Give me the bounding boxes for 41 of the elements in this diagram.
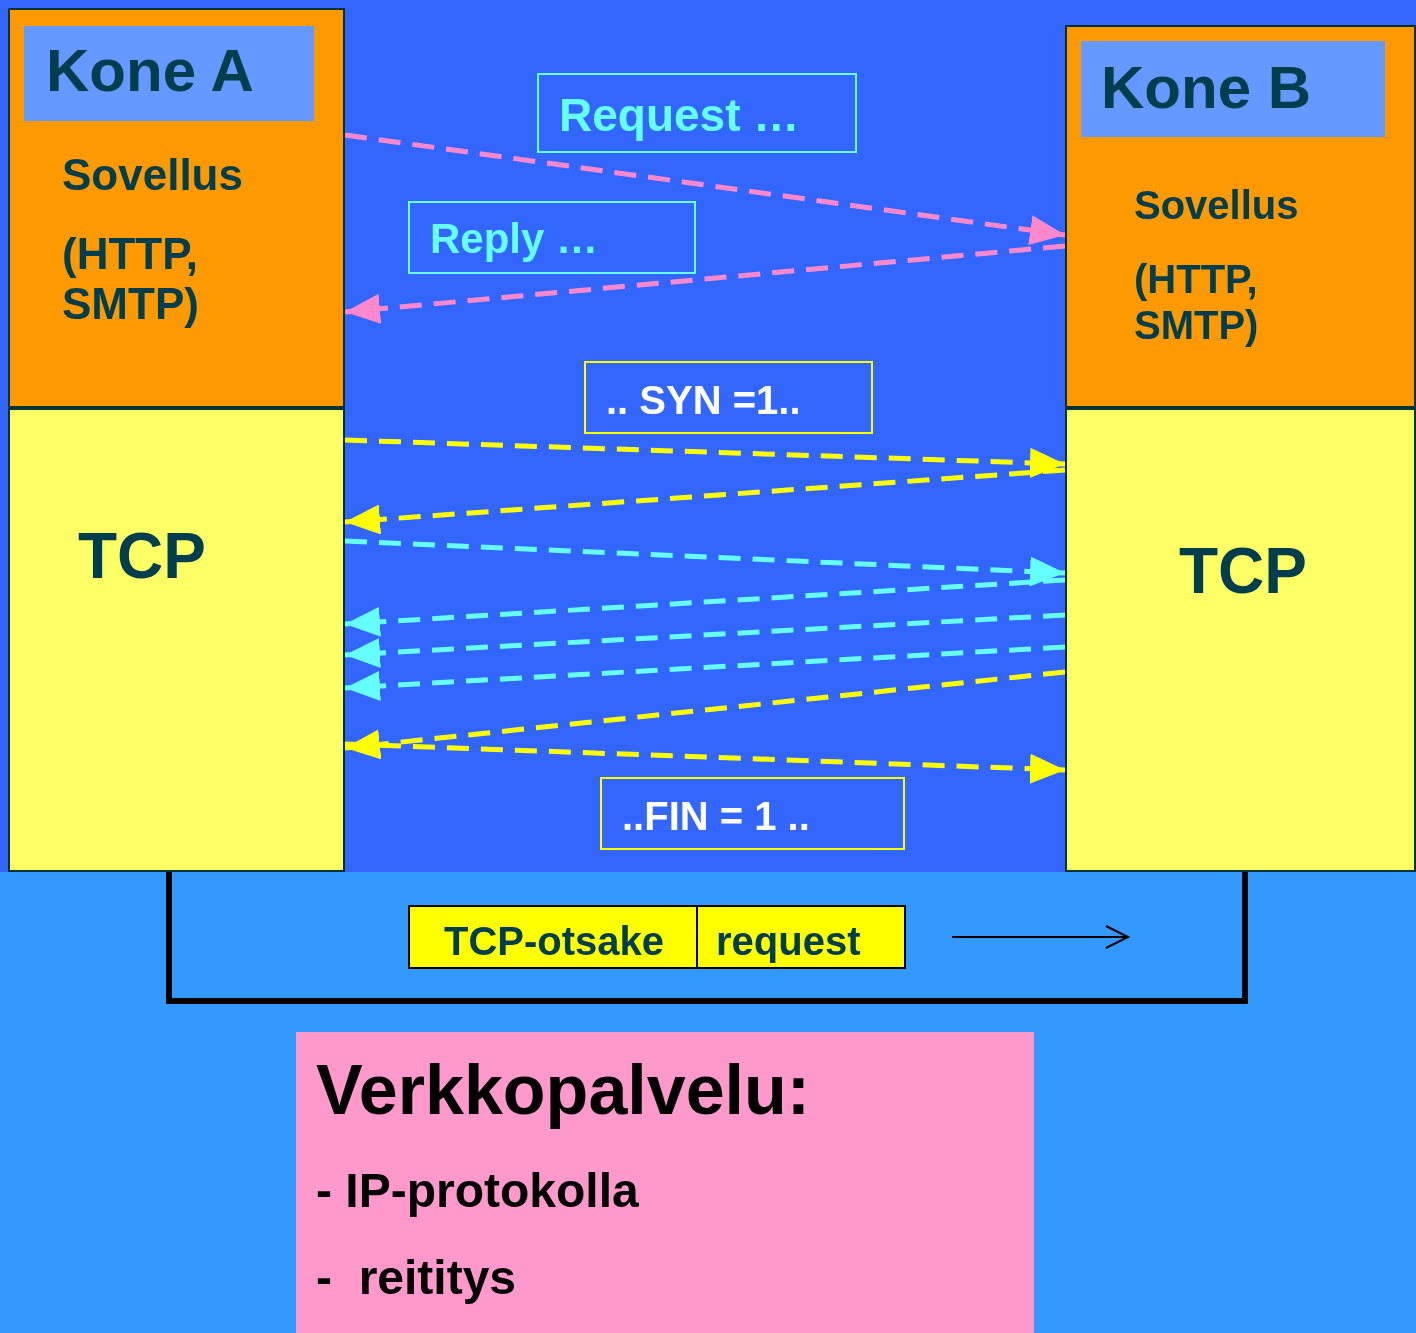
message-label-box (537, 73, 857, 153)
payload-field (696, 905, 906, 969)
node-title: TCP-otsake (444, 918, 665, 964)
dashed-arrow (344, 577, 1066, 637)
node-title: Kone A (46, 36, 254, 105)
dashed-arrow (344, 612, 1066, 669)
node-text: - IP-protokolla (316, 1162, 639, 1218)
node-title: request (716, 918, 861, 964)
node-text: - reititys (316, 1249, 517, 1305)
node-title: ..FIN = 1 .. (622, 793, 810, 839)
message-label-box (600, 777, 905, 850)
tcp-layer-box (8, 408, 345, 872)
dashed-arrow (344, 644, 1066, 701)
dashed-arrow (344, 467, 1066, 535)
dashed-arrow (344, 538, 1066, 587)
application-layer-box (1065, 25, 1416, 408)
node-title: Request … (559, 89, 800, 142)
application-layer-box (8, 8, 345, 408)
node-title: .. SYN =1.. (606, 377, 801, 423)
message-label-box (584, 361, 873, 434)
node-title: TCP (78, 520, 206, 594)
node-title: Sovellus (62, 150, 243, 201)
header-field (408, 905, 698, 969)
node-title: Verkkopalvelu: (316, 1050, 811, 1131)
network-pipe (166, 872, 1248, 1004)
node-text: (HTTP, SMTP) (62, 228, 200, 330)
message-label-box (408, 201, 696, 274)
dashed-arrow (344, 437, 1066, 478)
node-title: Sovellus (1134, 182, 1299, 228)
tcp-layer-box (1065, 408, 1416, 872)
node-title: Kone B (1101, 53, 1311, 122)
machine-header (1081, 41, 1385, 137)
node-text: (HTTP, SMTP) (1134, 256, 1260, 348)
dashed-arrow (344, 243, 1066, 324)
machine-header (24, 26, 314, 121)
dashed-arrow (344, 741, 1066, 784)
network-service-box (296, 1032, 1034, 1333)
node-title: Reply … (430, 215, 599, 264)
dashed-arrow (344, 669, 1066, 760)
dashed-arrow (344, 132, 1066, 246)
node-title: TCP (1179, 535, 1307, 609)
